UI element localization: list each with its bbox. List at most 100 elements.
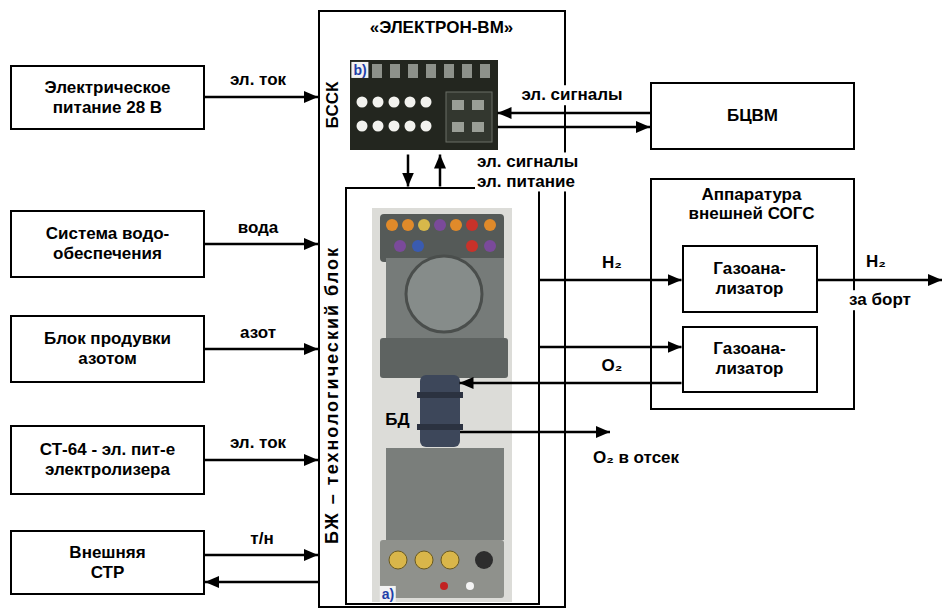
apparatus-knob (389, 551, 407, 569)
panel-lamp (421, 97, 432, 108)
node-title: СТ-64 - эл. пит-е электролизера (20, 440, 195, 479)
photo-tag: b) (351, 62, 368, 78)
connector-cap (412, 240, 424, 252)
sensor-ring (417, 392, 463, 398)
computer-box: БЦВМ (650, 82, 855, 150)
flow-label: за борт (847, 290, 913, 310)
flow-arrow (205, 348, 318, 351)
panel-part (408, 64, 418, 78)
flow-arrow (540, 346, 682, 349)
connector-cap (418, 219, 430, 231)
apparatus-lamp (466, 582, 474, 590)
signal-label: вода (236, 218, 281, 238)
flow-arrow (460, 382, 682, 385)
panel-part (452, 100, 464, 110)
panel-part (372, 64, 382, 78)
node-title: БД (385, 410, 409, 430)
node-title: БЖ – технологический блок (323, 246, 343, 544)
flow-arrow (439, 155, 442, 187)
node-title: Система водо- обеспечения (20, 224, 195, 263)
connector-cap (484, 219, 496, 231)
input-box: Система водо- обеспечения (10, 210, 205, 278)
flow-arrow (540, 279, 682, 282)
signal-label: эл. сигналы эл. питание (475, 152, 597, 191)
flow-arrow (498, 112, 651, 115)
apparatus-photo (372, 208, 512, 602)
photo-ground (372, 208, 512, 602)
flow-arrow (407, 155, 410, 187)
panel-lamp (421, 121, 432, 132)
flow-arrow (205, 96, 318, 99)
panel-lamp (405, 121, 416, 132)
signal-label: эл. ток (228, 433, 288, 453)
connector-cap (466, 219, 478, 231)
outlet-arrow (460, 431, 610, 434)
panel-lamp (405, 97, 416, 108)
signal-label: т/н (248, 529, 275, 549)
signal-label: эл. ток (228, 70, 288, 90)
connector-cap (450, 219, 462, 231)
sensor-ring (417, 424, 463, 430)
input-box: Блок продувки азотом (10, 315, 205, 383)
text-slot: Блок продувки азотом (20, 329, 195, 368)
connector-cap (484, 240, 496, 252)
apparatus-knob (415, 551, 433, 569)
connector-cap (434, 219, 446, 231)
apparatus-body (386, 448, 504, 540)
apparatus-lamp (440, 582, 448, 590)
panel-lamp (389, 121, 400, 132)
text-slot: Внешняя СТР (53, 543, 163, 582)
input-box: СТ-64 - эл. пит-е электролизера (10, 425, 205, 495)
node-title: Электрическое питание 28 В (20, 78, 195, 117)
text-slot: Система водо- обеспечения (20, 224, 195, 263)
node-title: Внешняя СТР (53, 543, 163, 582)
panel-part (426, 64, 436, 78)
panel-lamp (373, 97, 384, 108)
node-title: БССК (323, 81, 342, 128)
apparatus-base (380, 540, 504, 598)
panel-lamp (357, 121, 368, 132)
node-title: Блок продувки азотом (20, 329, 195, 368)
input-box: Внешняя СТР (10, 530, 205, 595)
signal-label: O₂ (600, 356, 625, 376)
signal-label: H₂ (600, 253, 624, 273)
text-slot: БЦВМ (727, 106, 778, 126)
node-title: БЦВМ (727, 106, 778, 126)
node-title: Газоана- лизатор (692, 339, 808, 378)
panel-photo (350, 60, 498, 150)
sensor-cylinder (420, 375, 460, 447)
signal-label: эл. сигналы (519, 85, 624, 105)
flow-label: O₂ в отсек (591, 448, 681, 468)
panel-lamp (389, 97, 400, 108)
flow-arrow (205, 459, 318, 462)
connector-cap (402, 219, 414, 231)
photo-tag: a) (380, 586, 396, 602)
flow-arrow (498, 126, 651, 129)
panel-part (480, 64, 490, 78)
text-slot: Газоана- лизатор (692, 339, 808, 378)
apparatus-knob (475, 551, 493, 569)
panel-body (350, 60, 498, 150)
text-slot: Газоана- лизатор (692, 259, 808, 298)
flow-arrow (205, 554, 318, 557)
panel-part (444, 64, 454, 78)
process-unit: БЖ – технологический блокБД (345, 187, 540, 605)
panel-part (472, 122, 484, 132)
panel-lamp (373, 121, 384, 132)
node-title: «ЭЛЕКТРОН-ВМ» (370, 18, 514, 38)
connector-cap (386, 219, 398, 231)
panel-part (390, 64, 400, 78)
analyzer-box: Газоана- лизатор (682, 245, 818, 313)
panel-lamp (357, 97, 368, 108)
text-slot: Электрическое питание 28 В (20, 78, 195, 117)
flow-arrow (205, 243, 318, 246)
apparatus-lid (406, 256, 482, 332)
signal-label: азот (238, 323, 278, 343)
flow-label: H₂ (864, 252, 888, 272)
panel-part (462, 64, 472, 78)
panel-part (472, 100, 484, 110)
node-title: Аппаратура внешней СОГС (677, 185, 827, 224)
sensor-part: БД (420, 375, 460, 447)
